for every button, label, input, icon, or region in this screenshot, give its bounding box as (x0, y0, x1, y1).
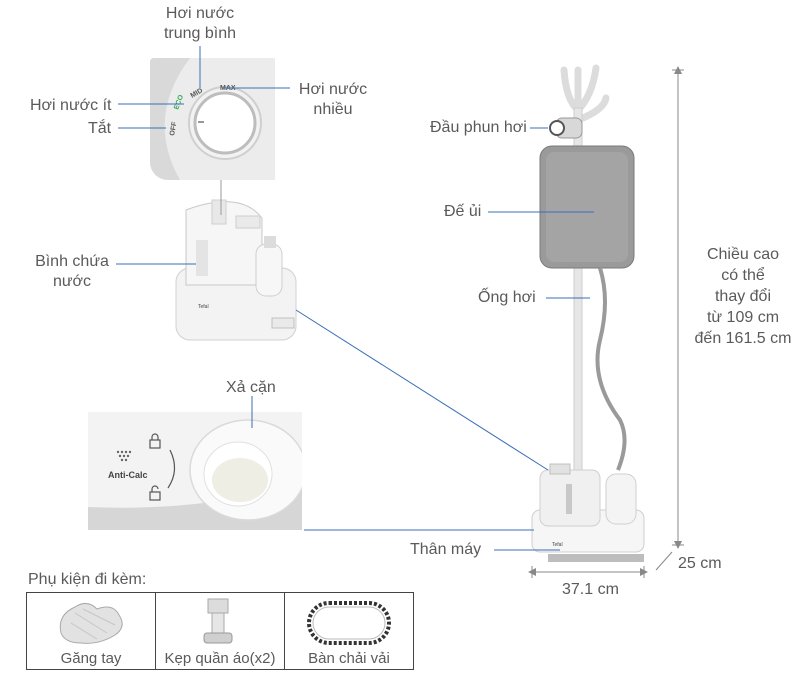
label-off: Tắt (88, 120, 112, 137)
accessory-glove-label: Găng tay (60, 650, 122, 667)
label-height-line1: Chiều cao (706, 246, 780, 263)
label-steam-medium-line2: trung bình (163, 25, 237, 42)
label-ironing-board: Đế ủi (444, 203, 482, 220)
label-height-line3: thay đổi (714, 288, 772, 305)
label-height-line4: từ 109 cm (706, 309, 780, 326)
label-water-tank-line1: Bình chứa (35, 253, 109, 270)
descale-illustration: Anti-Calc (88, 412, 302, 530)
descale-zoom-panel: Anti-Calc (88, 412, 302, 530)
label-steam-high-line1: Hơi nước (298, 81, 368, 98)
accessory-clip-label: Kẹp quần áo(x2) (164, 650, 276, 667)
label-steam-low: Hơi nước ít (30, 97, 112, 114)
dimension-arrows (528, 66, 682, 576)
label-steam-medium-line1: Hơi nước (165, 5, 235, 22)
lock-open-icon (149, 485, 161, 501)
label-height-line2: có thể (721, 267, 765, 284)
lock-closed-icon (149, 433, 161, 449)
accessory-clip: Kẹp quần áo(x2) (155, 592, 285, 670)
label-height-line5: đến 161.5 cm (694, 330, 792, 347)
svg-text:Tefal: Tefal (552, 542, 563, 548)
rotate-arrow-icon (167, 449, 176, 489)
label-water-tank: Bình chứa nước (28, 252, 116, 292)
label-spray-head: Đầu phun hơi (430, 119, 527, 136)
descale-dots-icon (116, 450, 132, 462)
label-height: Chiều cao có thể thay đổi từ 109 cm đến … (690, 244, 796, 349)
label-body: Thân máy (410, 541, 482, 558)
brush-icon (307, 601, 391, 645)
label-water-tank-line2: nước (52, 273, 92, 290)
dial-mark-off: OFF (169, 121, 178, 137)
glove-icon (59, 603, 123, 644)
clip-icon (203, 598, 233, 644)
label-steam-hose: Ống hơi (478, 289, 536, 306)
anti-calc-text: Anti-Calc (108, 470, 148, 480)
steam-hose (595, 267, 627, 471)
accessory-brush-label: Bàn chải vải (308, 650, 390, 667)
accessories-title: Phụ kiện đi kèm: (28, 571, 147, 588)
label-width: 37.1 cm (562, 581, 619, 598)
label-depth: 25 cm (678, 555, 722, 572)
spray-head-icon (549, 117, 583, 139)
accessory-glove: Găng tay (26, 592, 156, 670)
dial-mark-eco: ECO (173, 94, 185, 111)
svg-text:Tefal: Tefal (198, 304, 209, 310)
water-tank-illustration: Tefal (175, 199, 297, 341)
label-descale: Xả cặn (226, 379, 276, 396)
label-steam-high-line2: nhiều (313, 101, 353, 118)
steamer-illustration: Tefal (531, 64, 645, 562)
leader-lines (116, 46, 594, 551)
accessory-brush: Bàn chải vải (284, 592, 414, 670)
label-steam-medium: Hơi nước trung bình (150, 4, 250, 44)
label-steam-high: Hơi nước nhiều (288, 80, 378, 120)
